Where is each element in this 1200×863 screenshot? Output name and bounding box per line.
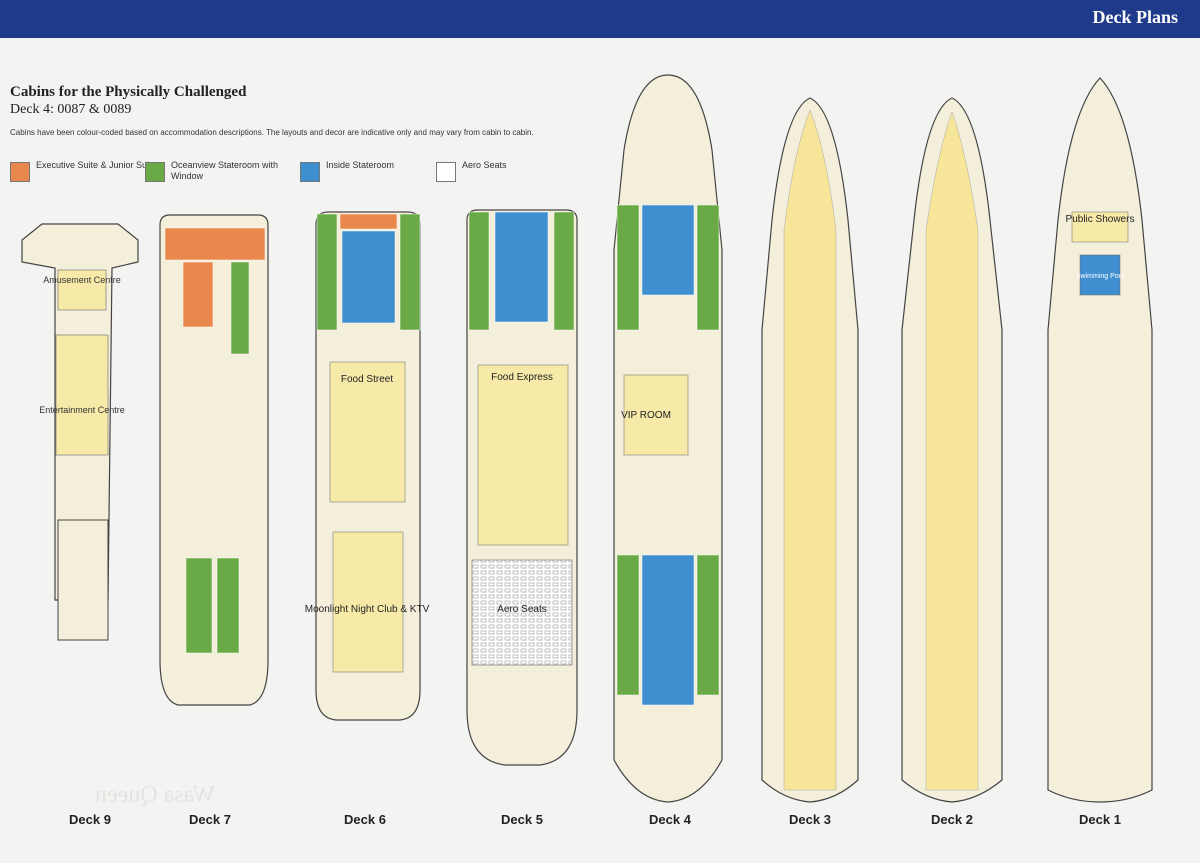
- deck-6-inside: [341, 230, 396, 324]
- deck-label-5: Deck 5: [501, 812, 543, 827]
- deck-label-9: Deck 9: [69, 812, 111, 827]
- deck-9-stern: [57, 519, 109, 641]
- deck-4-oceanview-aft-stbd: [696, 554, 720, 696]
- deck-5-inside: [494, 211, 549, 323]
- entertainment-centre-area: [55, 334, 109, 456]
- deck-7-suites: [164, 227, 266, 261]
- food-street-label: Food Street: [341, 374, 393, 385]
- deck-label-7: Deck 7: [189, 812, 231, 827]
- deck-2-vehicle-lane: [925, 111, 979, 791]
- legend-swatch-inside: [300, 162, 320, 182]
- legend-label: Inside Stateroom: [326, 160, 395, 170]
- deck-6-plan: Food Street Moonlight Night Club & KTV: [305, 211, 430, 721]
- deck-6-oceanview-stbd: [399, 213, 421, 331]
- legend-label: Aero Seats: [462, 160, 507, 170]
- page-title: Deck Plans: [1092, 7, 1179, 27]
- deck-5-oceanview-stbd: [553, 211, 575, 331]
- deck-7-oceanview-aft-port: [185, 557, 213, 654]
- intro-note: Cabins have been colour-coded based on a…: [10, 128, 534, 137]
- swimming-pool: [1079, 254, 1121, 296]
- legend-label: Oceanview Stateroom with Window: [171, 160, 279, 181]
- nightclub-area: [332, 531, 404, 673]
- deck-9-plan: Amusement Centre Entertainment Centre: [21, 223, 139, 641]
- intro-subtitle: Deck 4: 0087 & 0089: [10, 102, 132, 117]
- deck-7-oceanview-aft-stbd: [216, 557, 240, 654]
- food-express-area: [477, 364, 569, 546]
- aero-seats-area: [471, 559, 573, 666]
- deck-label-2: Deck 2: [931, 812, 973, 827]
- nightclub-label: Moonlight Night Club & KTV: [305, 604, 430, 615]
- deck-5-plan: Food Express Aero Seats: [466, 209, 578, 766]
- intro-title: Cabins for the Physically Challenged: [10, 84, 247, 100]
- deck-4-oceanview-aft-port: [616, 554, 640, 696]
- intro: Cabins for the Physically Challenged Dec…: [10, 84, 534, 137]
- legend-label: Executive Suite & Junior Suite: [36, 160, 157, 170]
- deck-label-1: Deck 1: [1079, 812, 1121, 827]
- deck-7-hull: [159, 214, 269, 706]
- deck-label-4: Deck 4: [649, 812, 691, 827]
- deck-label-6: Deck 6: [344, 812, 386, 827]
- swimming-pool-label: Swimming Pool: [1076, 273, 1125, 280]
- legend-swatch-oceanview: [145, 162, 165, 182]
- vip-room-area: [623, 374, 689, 456]
- amusement-centre-label: Amusement Centre: [43, 275, 121, 285]
- deck-5-oceanview-port: [468, 211, 490, 331]
- deck-1-plan: Public Showers Swimming Pool: [1047, 77, 1153, 803]
- entertainment-centre-label: Entertainment Centre: [39, 405, 125, 415]
- deck-4-plan: VIP ROOM: [613, 74, 723, 803]
- public-showers-label: Public Showers: [1066, 214, 1135, 225]
- deck-1-hull: [1047, 77, 1153, 803]
- header-bar: Deck Plans: [0, 0, 1200, 38]
- deck-7-suites-port: [182, 261, 214, 328]
- deck-label-3: Deck 3: [789, 812, 831, 827]
- aero-seats-label: Aero Seats: [497, 604, 546, 615]
- deck-4-oceanview-fwd-port: [616, 204, 640, 331]
- deck-4-inside-aft: [641, 554, 695, 706]
- legend-swatch-suite: [10, 162, 30, 182]
- amusement-centre-area: [57, 269, 107, 311]
- deck-4-inside-fwd: [641, 204, 695, 296]
- food-express-label: Food Express: [491, 372, 553, 383]
- food-street-area: [329, 361, 406, 503]
- deck-2-plan: [901, 97, 1003, 803]
- deck-7-plan: [159, 214, 269, 706]
- deck-3-vehicle-lane: [783, 109, 837, 791]
- deck-6-oceanview-port: [316, 213, 338, 331]
- vip-room-label: VIP ROOM: [621, 410, 671, 421]
- deck-7-oceanview-fwd: [230, 261, 250, 355]
- legend-swatch-aero: [436, 162, 456, 182]
- deck-4-oceanview-fwd-stbd: [696, 204, 720, 331]
- deck-3-plan: [761, 97, 859, 803]
- deck-6-suites: [339, 213, 398, 230]
- public-showers-area: [1071, 211, 1129, 243]
